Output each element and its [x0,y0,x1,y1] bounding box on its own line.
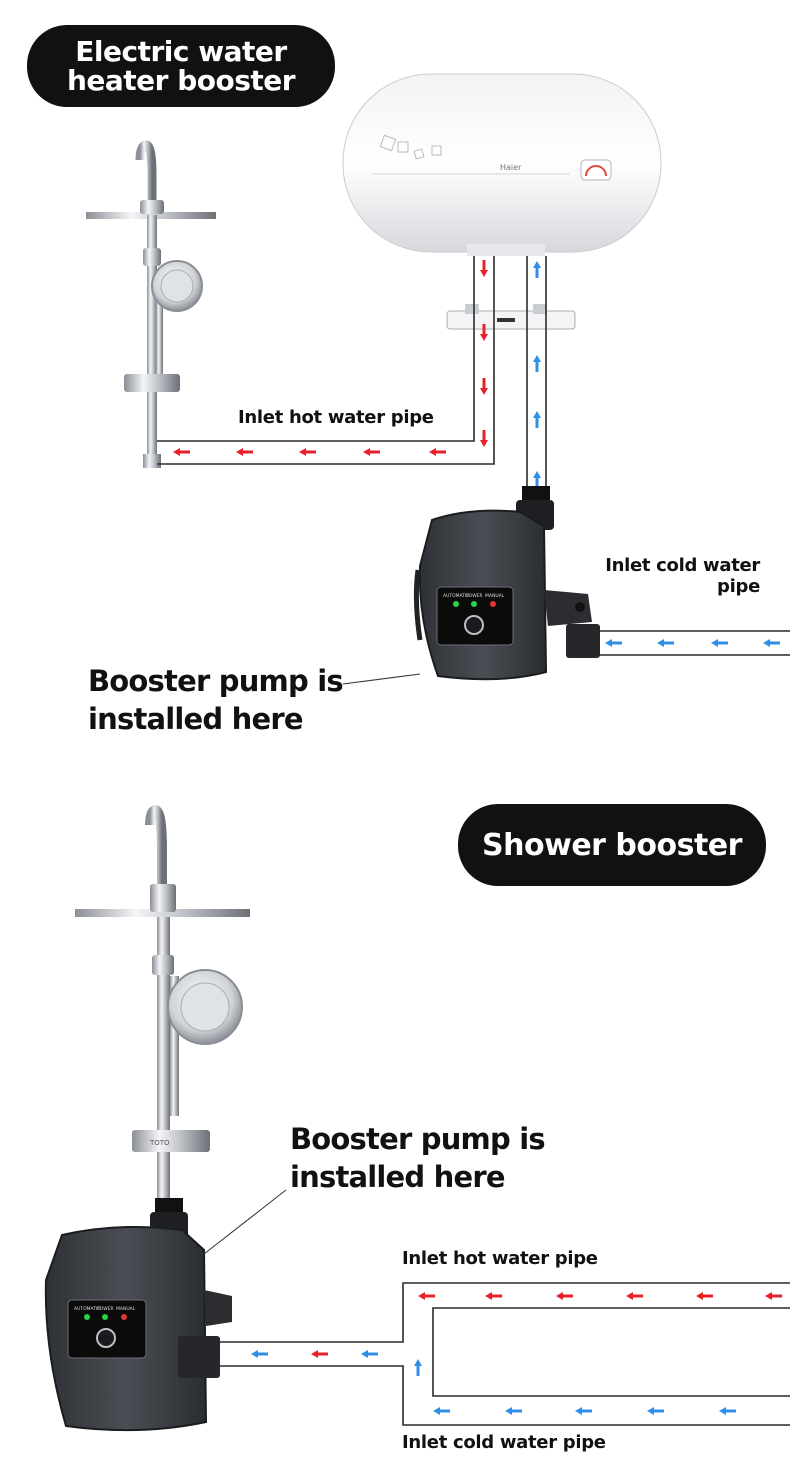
left-flow-arrow [575,1407,592,1415]
left-flow-arrow [556,1292,573,1300]
up-flow-arrow [533,411,541,428]
left-flow-arrow [605,639,622,647]
panel-label-power: POWER [97,1306,114,1312]
hot-flow-arrow-icon [311,1292,782,1358]
left-flow-arrow [299,448,316,456]
left-flow-arrow [251,1350,268,1358]
left-flow-arrow [505,1407,522,1415]
left-flow-arrow [433,1407,450,1415]
left-flow-arrow [657,639,674,647]
down-flow-arrow [480,378,488,395]
panel-label-power: POWER [466,593,483,599]
left-flow-arrow [418,1292,435,1300]
left-flow-arrow [647,1407,664,1415]
down-flow-arrow [480,430,488,447]
left-flow-arrow [765,1292,782,1300]
up-flow-arrow [533,471,541,488]
left-flow-arrow [363,448,380,456]
water-heater-icon: Haier [343,74,661,329]
left-flow-arrow [429,448,446,456]
left-flow-arrow [763,639,780,647]
down-flow-arrow [480,260,488,277]
cold-flow-arrow-icon [251,1350,736,1415]
up-flow-arrow [533,261,541,278]
top-cold-pipe-label: Inlet cold water pipe [600,555,760,597]
top-hot-pipe-label: Inlet hot water pipe [238,407,434,428]
left-flow-arrow [361,1350,378,1358]
booster-pump-icon: AUTOMATIC POWER MANUAL [46,1198,232,1430]
panel-label-manual: MANUAL [116,1306,136,1312]
shower-icon: TOTO [75,810,250,1202]
left-flow-arrow [719,1407,736,1415]
up-flow-arrow [533,355,541,372]
shower-brand-text: TOTO [149,1139,170,1147]
bottom-hot-pipe-label: Inlet hot water pipe [402,1248,598,1269]
left-flow-arrow [696,1292,713,1300]
bottom-pump-location-label: Booster pump is installed here [290,1120,550,1196]
booster-pump-icon: AUTOMATIC POWER MANUAL [416,486,600,679]
left-flow-arrow [236,448,253,456]
left-flow-arrow [485,1292,502,1300]
heater-brand-text: Haier [500,163,522,172]
left-flow-arrow [173,448,190,456]
left-flow-arrow [711,639,728,647]
shower-icon [86,145,216,468]
bottom-pointer-line [204,1190,286,1254]
left-flow-arrow [311,1350,328,1358]
top-pump-location-label: Booster pump is installed here [88,662,348,738]
bottom-pipes [220,1283,790,1425]
left-flow-arrow [626,1292,643,1300]
bottom-cold-pipe-label: Inlet cold water pipe [402,1432,606,1453]
up-flow-arrow [414,1359,422,1376]
panel-label-manual: MANUAL [485,593,505,599]
top-pointer-line [343,674,420,684]
